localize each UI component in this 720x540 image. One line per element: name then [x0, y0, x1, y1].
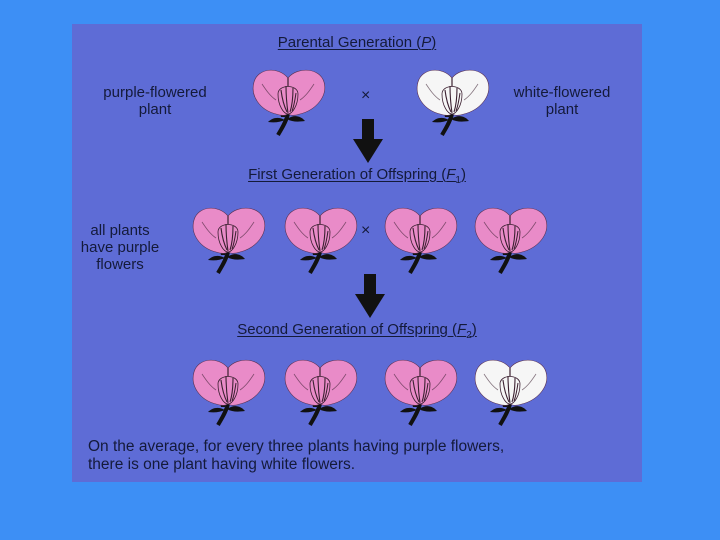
purple-plant-label: purple-flowered plant — [103, 84, 207, 118]
f1-label: all plants have purple flowers — [80, 222, 160, 273]
f1-purple-flower-3 — [380, 202, 460, 274]
f2-white-flower — [470, 354, 550, 426]
diagram-panel: Parental Generation (P) purple-flowered … — [72, 24, 642, 482]
f2-purple-flower-2 — [280, 354, 360, 426]
caption: On the average, for every three plants h… — [88, 438, 505, 473]
white-plant-label: white-flowered plant — [513, 84, 611, 118]
f1-purple-flower-1 — [188, 202, 268, 274]
f1-cross-symbol: × — [361, 222, 371, 239]
f1-purple-flower-4 — [470, 202, 550, 274]
down-arrow-1 — [353, 119, 383, 163]
down-arrow-2 — [355, 274, 385, 318]
f1-heading: First Generation of Offspring (F1) — [248, 166, 466, 186]
f2-heading: Second Generation of Offspring (F2) — [237, 321, 477, 341]
f2-purple-flower-3 — [380, 354, 460, 426]
parental-heading: Parental Generation (P) — [277, 34, 437, 51]
parent-white-flower — [412, 64, 492, 136]
f1-purple-flower-2 — [280, 202, 360, 274]
parental-cross-symbol: × — [361, 87, 371, 104]
f2-purple-flower-1 — [188, 354, 268, 426]
parent-purple-flower — [248, 64, 328, 136]
